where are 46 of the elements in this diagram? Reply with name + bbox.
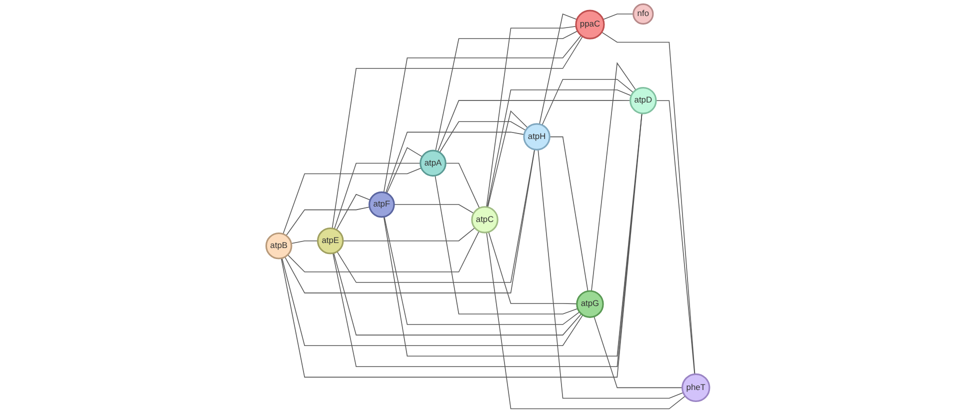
connector — [384, 35, 582, 193]
connector — [386, 147, 423, 194]
node-circle: atpA — [420, 150, 447, 177]
connector — [486, 26, 577, 208]
connector — [445, 162, 480, 208]
connector — [538, 149, 684, 399]
connector — [542, 79, 634, 126]
node-circle: atpF — [368, 191, 396, 218]
node-circle: atpG — [576, 290, 604, 318]
connector — [286, 206, 370, 236]
node-circle: atpD — [630, 86, 657, 114]
connector — [336, 194, 371, 230]
connector — [333, 252, 582, 336]
node-circle: atpC — [471, 206, 499, 234]
connector — [602, 32, 696, 375]
connector — [288, 230, 480, 272]
connector — [281, 113, 643, 378]
node-circle: nfo — [632, 3, 654, 25]
connector — [549, 136, 588, 292]
connector — [291, 240, 318, 244]
connector — [394, 204, 474, 214]
connector — [386, 132, 525, 194]
connector — [282, 258, 584, 346]
connector — [486, 232, 686, 410]
connector — [439, 121, 526, 153]
connector — [384, 112, 642, 357]
node-circle: atpE — [317, 227, 344, 254]
connector — [539, 14, 578, 125]
node-circle: atpH — [523, 123, 551, 150]
connector — [342, 227, 476, 242]
node-circle: atpB — [266, 232, 292, 260]
node-circle: pheT — [682, 373, 710, 402]
connector — [488, 232, 578, 304]
connector — [487, 90, 632, 208]
node-circle: ppaC — [575, 10, 605, 40]
connector — [282, 168, 422, 234]
connector — [488, 110, 528, 208]
connector — [656, 100, 696, 375]
connector — [602, 14, 634, 20]
connector — [591, 62, 636, 292]
connector — [334, 162, 421, 230]
connector — [434, 175, 578, 314]
connector — [384, 216, 580, 325]
connector — [332, 112, 642, 368]
connector — [332, 36, 584, 229]
connector — [594, 316, 683, 388]
